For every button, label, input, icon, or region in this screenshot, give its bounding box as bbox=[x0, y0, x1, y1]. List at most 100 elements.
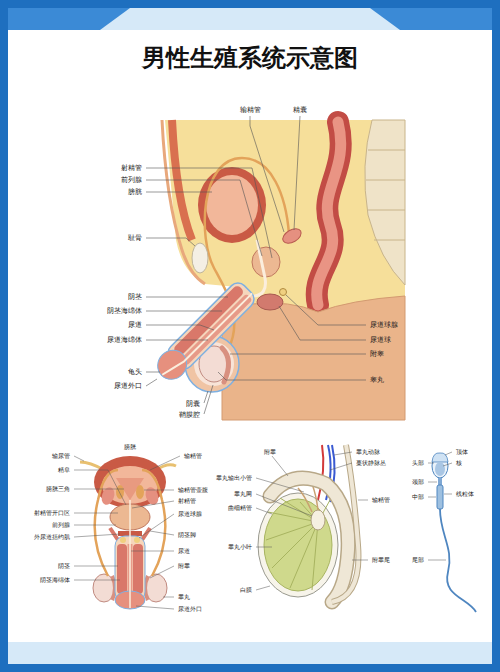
part-label: 输精管壶腹 bbox=[178, 486, 208, 493]
urethral-bulb bbox=[257, 294, 283, 310]
vas-deferens bbox=[332, 445, 358, 602]
part-label: 膀胱 bbox=[128, 188, 142, 196]
vas-deferens-outline bbox=[332, 445, 358, 602]
part-label: 阴茎脚 bbox=[178, 531, 196, 538]
prostate bbox=[252, 247, 280, 277]
part-label: 头部 bbox=[412, 459, 424, 466]
sperm-midpiece bbox=[437, 485, 443, 509]
part-label: 尿道球腺 bbox=[178, 510, 202, 517]
urethra bbox=[129, 500, 131, 608]
efferent-ducts bbox=[298, 484, 318, 512]
seminal-vesicle bbox=[99, 485, 116, 506]
leader-lines bbox=[146, 116, 366, 414]
ampulla bbox=[116, 485, 124, 499]
part-label: 睾丸小叶 bbox=[228, 543, 252, 550]
part-label: 白膜 bbox=[240, 586, 252, 593]
part-label: 尾部 bbox=[412, 556, 424, 563]
part-label: 外尿道括约肌 bbox=[34, 533, 70, 540]
part-label: 阴囊 bbox=[186, 400, 200, 408]
sacrum bbox=[365, 120, 405, 285]
leader-lines bbox=[428, 452, 452, 560]
corpus-cavernosum bbox=[133, 544, 143, 594]
part-label: 阴茎 bbox=[58, 562, 70, 569]
corpus-cavernosum bbox=[117, 544, 127, 594]
part-label: 核 bbox=[456, 459, 462, 466]
part-label: 尿道球腺 bbox=[370, 321, 398, 329]
part-label: 睾丸动脉 bbox=[356, 448, 380, 455]
part-label: 睾丸 bbox=[178, 593, 190, 600]
part-label: 尿道海绵体 bbox=[107, 336, 142, 344]
part-label: 中部 bbox=[412, 493, 424, 500]
part-label: 睾丸 bbox=[370, 376, 384, 384]
part-label: 输尿管 bbox=[52, 452, 70, 459]
chart-title: 男性生殖系统示意图 bbox=[0, 44, 500, 73]
part-label: 尿道外口 bbox=[114, 382, 142, 390]
body-section bbox=[165, 120, 405, 420]
acrosome bbox=[432, 453, 448, 462]
leader-lines bbox=[74, 456, 180, 609]
part-label: 膀胱 bbox=[124, 443, 136, 450]
bladder-wall bbox=[198, 167, 266, 243]
bulbourethral-gland bbox=[280, 289, 287, 296]
part-label: 附睾 bbox=[178, 562, 190, 569]
part-label: 蔓状静脉丛 bbox=[356, 459, 386, 466]
seminal-vesicle bbox=[143, 485, 160, 506]
part-label: 输精管 bbox=[372, 496, 390, 503]
top-band bbox=[8, 8, 492, 30]
part-label: 阴茎海绵体 bbox=[40, 576, 70, 583]
testicular-artery bbox=[318, 445, 323, 500]
part-label: 射精管开口区 bbox=[34, 509, 70, 516]
nucleus bbox=[435, 462, 445, 476]
part-label: 线粒体 bbox=[456, 490, 474, 497]
thigh bbox=[222, 296, 405, 420]
part-label: 输精管 bbox=[184, 452, 202, 459]
part-label: 顶体 bbox=[456, 448, 468, 455]
bladder-lumen bbox=[206, 175, 258, 235]
part-label: 精阜 bbox=[58, 466, 70, 473]
part-label: 尿道球 bbox=[370, 336, 391, 344]
part-label: 射精管 bbox=[178, 497, 196, 504]
sperm-tail bbox=[440, 509, 476, 612]
part-label: 龟头 bbox=[128, 368, 142, 376]
seminal-vesicle bbox=[280, 226, 303, 246]
rectum bbox=[317, 122, 341, 305]
part-label: 尿道 bbox=[128, 321, 142, 329]
rectum-lumen bbox=[317, 122, 341, 305]
part-label: 前列腺 bbox=[121, 176, 142, 184]
part-label: 尿道外口 bbox=[178, 605, 202, 612]
bulbourethral-gland bbox=[120, 537, 126, 543]
part-label: 附睾 bbox=[370, 350, 384, 358]
septa bbox=[266, 498, 330, 590]
penis bbox=[152, 279, 258, 385]
part-label: 睾丸网 bbox=[234, 490, 252, 497]
part-label: 尿道 bbox=[178, 547, 190, 554]
bottom-band bbox=[8, 642, 492, 664]
urethra bbox=[245, 240, 265, 296]
corner-decoration bbox=[370, 8, 492, 30]
corner-decoration bbox=[8, 8, 130, 30]
part-label: 前列腺 bbox=[52, 521, 70, 528]
part-label: 耻骨 bbox=[128, 234, 142, 242]
part-label: 附睾 bbox=[264, 448, 276, 455]
glans bbox=[152, 344, 193, 385]
part-label: 膀胱三角 bbox=[46, 485, 70, 492]
tunica-albuginea bbox=[258, 493, 338, 597]
vertebra-lines bbox=[366, 150, 405, 240]
testis-lobules bbox=[264, 499, 332, 591]
epididymis-outline bbox=[270, 478, 348, 602]
part-label: 附睾尾 bbox=[372, 556, 390, 563]
part-label: 鞘膜腔 bbox=[179, 411, 200, 419]
part-label: 阴茎海绵体 bbox=[107, 307, 142, 315]
rete-testis bbox=[311, 510, 325, 530]
corpus-cavernosum bbox=[172, 284, 245, 357]
epididymis bbox=[270, 478, 348, 602]
sperm-neck bbox=[438, 478, 442, 485]
part-label: 精囊 bbox=[293, 106, 307, 114]
leader-lines bbox=[256, 452, 368, 590]
part-label: 输精管 bbox=[240, 106, 261, 114]
part-label: 曲细精管 bbox=[228, 504, 252, 511]
